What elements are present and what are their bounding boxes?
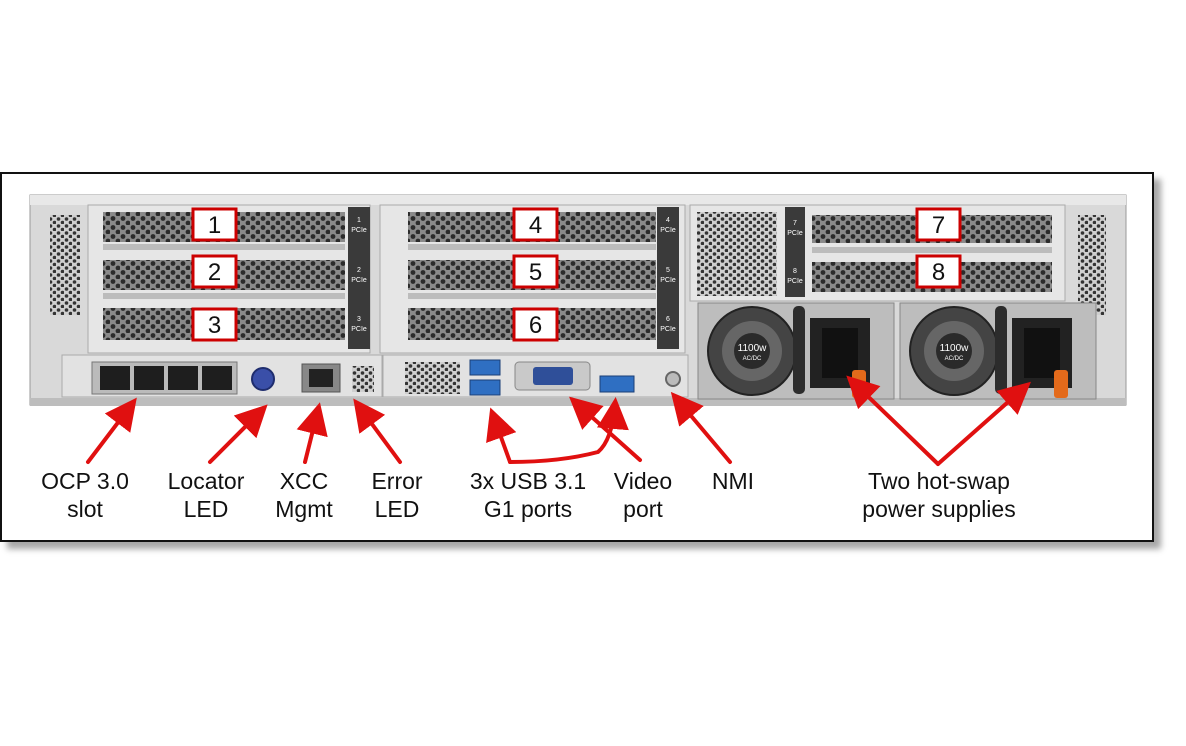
error-label: Error: [371, 468, 422, 494]
ocp-arrow: [86, 397, 137, 464]
callout-arrows: [86, 375, 1031, 466]
io-vent: [405, 362, 460, 394]
psu-arrow-right: [936, 381, 1031, 466]
slot-number: 8: [932, 259, 945, 286]
slot-number: 1: [208, 212, 221, 239]
bracket-tab-text: PCIe: [787, 230, 803, 237]
io-panel: [61, 354, 689, 398]
psu-label: power supplies: [862, 496, 1015, 522]
power-supply-1: 1100w AC/DC: [697, 302, 895, 400]
slot-number: 3: [208, 312, 221, 339]
slot-number: 7: [932, 212, 945, 239]
bracket-tab-num: 2: [357, 267, 361, 274]
psu-rating: 1100w: [738, 343, 768, 354]
riser-3: [689, 204, 1066, 302]
locator-arrow: [208, 404, 268, 464]
locator-led: [251, 367, 275, 391]
slot-2-box: 2: [191, 254, 238, 289]
usb-arrow-left: [486, 407, 517, 464]
locator-label: Locator: [168, 468, 245, 494]
xcc-mgmt-port: [301, 363, 341, 393]
ocp-label: OCP 3.0: [41, 468, 129, 494]
slot-number: 2: [208, 259, 221, 286]
usb-arrow-right: [508, 397, 629, 464]
ocp-label: slot: [67, 496, 103, 522]
error-led-vent: [352, 366, 374, 392]
usb-port: [469, 379, 501, 396]
video-label: port: [623, 496, 663, 522]
slot-number: 6: [529, 312, 542, 339]
nmi-label: NMI: [712, 468, 754, 494]
psu-rating: 1100w: [940, 343, 970, 354]
left-vent: [50, 215, 80, 315]
slot-number: 4: [529, 212, 542, 239]
slot-8-box: 8: [915, 254, 962, 289]
error-label: LED: [375, 496, 420, 522]
error-arrow: [353, 398, 402, 464]
right-vent: [1078, 215, 1106, 315]
slot-4-box: 4: [512, 207, 559, 242]
slot-number: 5: [529, 259, 542, 286]
bracket-tab-num: 6: [666, 316, 670, 323]
bracket-tab-text: PCIe: [351, 227, 367, 234]
nmi-button: [665, 371, 681, 387]
bracket-tab-text: PCIe: [351, 277, 367, 284]
psu-type: AC/DC: [945, 356, 964, 362]
usb-label: 3x USB 3.1: [470, 468, 586, 494]
bracket-tab-text: PCIe: [660, 326, 676, 333]
ocp-slot: [91, 361, 238, 395]
bracket-tab-num: 4: [666, 217, 670, 224]
locator-label: LED: [184, 496, 229, 522]
video-port: [514, 361, 591, 391]
bracket-tab-text: PCIe: [660, 277, 676, 284]
slot-boxes: 1 2 3 4 5 6 7 8: [191, 207, 962, 342]
usb-port: [469, 359, 501, 376]
slot-6-box: 6: [512, 307, 559, 342]
psu-arrow-left: [846, 375, 940, 466]
bracket-tab-num: 8: [793, 268, 797, 275]
callout-labels: OCP 3.0 slot Locator LED XCC Mgmt Error …: [41, 468, 1016, 522]
nmi-arrow: [670, 391, 732, 464]
bracket-tab-text: PCIe: [787, 278, 803, 285]
bracket-tab-num: 5: [666, 267, 670, 274]
power-supply-2: 1100w AC/DC: [899, 302, 1097, 400]
psu-label: Two hot-swap: [868, 468, 1010, 494]
video-arrow: [569, 396, 642, 462]
slot-7-box: 7: [915, 207, 962, 242]
xcc-label: XCC: [280, 468, 329, 494]
video-label: Video: [614, 468, 672, 494]
slot-5-box: 5: [512, 254, 559, 289]
bracket-tab-num: 7: [793, 220, 797, 227]
bracket-tab-text: PCIe: [660, 227, 676, 234]
usb-port: [599, 375, 635, 393]
bracket-tab-num: 3: [357, 316, 361, 323]
psu-type: AC/DC: [743, 356, 762, 362]
xcc-label: Mgmt: [275, 496, 333, 522]
usb-label: G1 ports: [484, 496, 572, 522]
slot-1-box: 1: [191, 207, 238, 242]
slot-3-box: 3: [191, 307, 238, 342]
bracket-tabs: 1 PCIe 2 PCIe 3 PCIe 4 PCIe 5 PCIe 6 PCI…: [351, 217, 803, 333]
bracket-tab-text: PCIe: [351, 326, 367, 333]
bracket-tab-num: 1: [357, 217, 361, 224]
xcc-arrow: [296, 402, 328, 464]
